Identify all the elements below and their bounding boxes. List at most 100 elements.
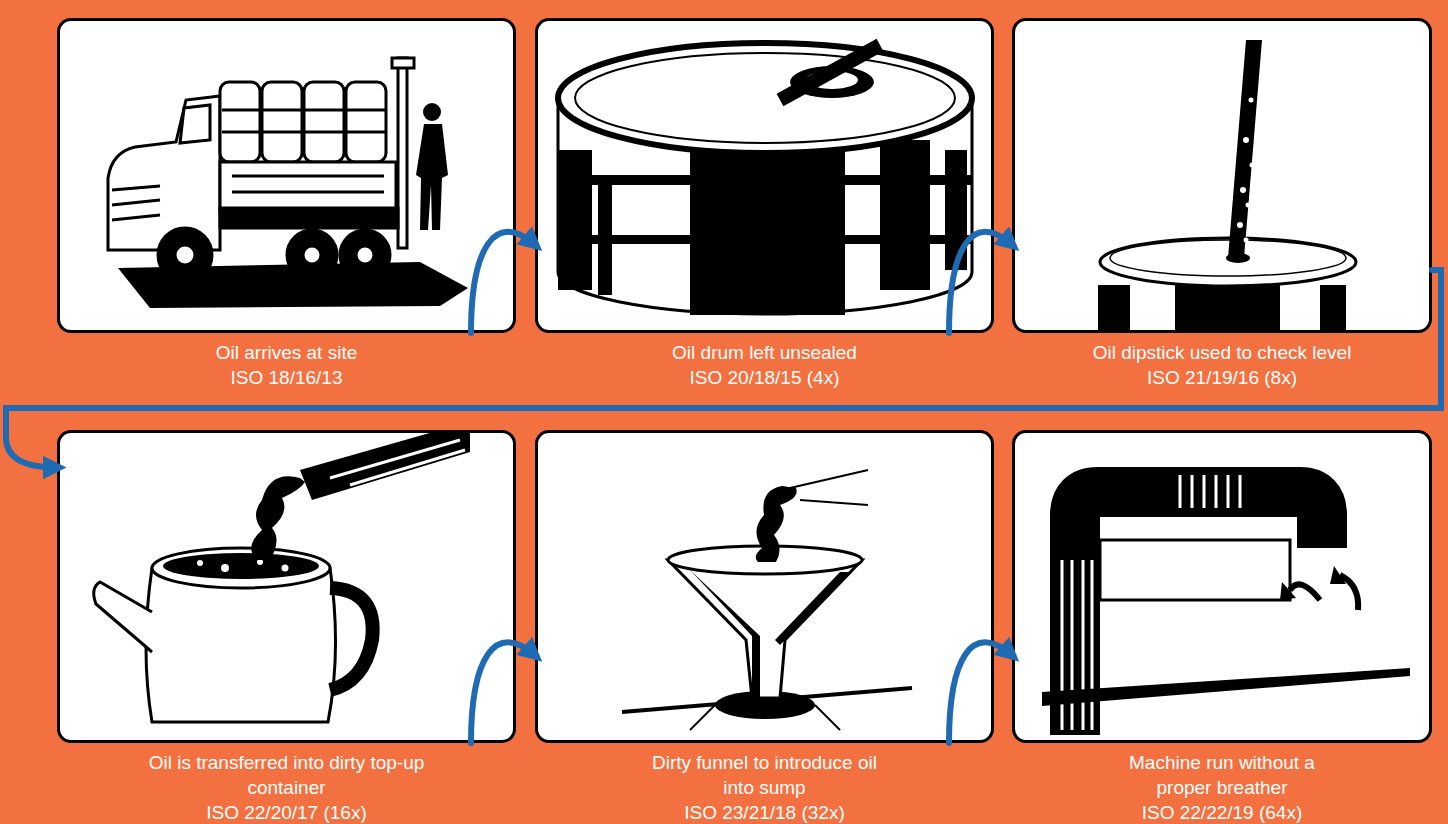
illustration-part [1175,285,1280,331]
illustration-part [118,262,468,308]
step-node: Oil drum left unsealedISO 20/18/15 (4x) [535,18,994,390]
illustration-part [251,476,305,560]
illustration-part [304,82,344,162]
illustration-box [57,18,516,333]
illustration-part [300,430,470,500]
pipe-illustration [1042,475,1410,735]
illustration-part [690,130,845,315]
illustration-part [146,568,336,722]
step-node: Machine run without a proper breatherISO… [1012,430,1432,824]
caption-block: Oil is transferred into dirty top-up con… [142,750,432,824]
caption-block: Oil dipstick used to check levelISO 21/1… [1022,340,1422,390]
illustration-part [330,440,465,485]
illustration-part [1246,203,1251,208]
drum-illustration [558,43,972,315]
illustration-part [220,162,396,212]
step-caption: Oil is transferred into dirty top-up con… [142,750,432,800]
step-caption: Machine run without a proper breather [1112,750,1332,800]
illustration-part [356,246,374,264]
caption-block: Dirty funnel to introduce oil into sumpI… [647,750,882,824]
caption-block: Oil arrives at siteISO 18/16/13 [77,340,497,390]
illustration-part [330,588,373,690]
step-node: Oil arrives at siteISO 18/16/13 [57,18,516,390]
flow-arrow [471,232,535,333]
illustration-part [416,124,448,230]
illustration-box [535,430,994,743]
flow-arrow [949,642,1012,743]
illustration-box [1012,18,1432,333]
illustration-part [1042,668,1410,706]
illustration-part [158,228,212,282]
illustration-part [180,105,210,143]
illustration-part [558,43,972,153]
illustration-part [1320,285,1346,331]
illustration-part [262,82,302,162]
illustration-part [1100,540,1290,600]
illustration-part [715,691,815,719]
illustration-part [303,246,321,264]
step-caption: Oil drum left unsealed [555,340,975,365]
illustration-part [1098,285,1130,331]
illustration-part [1226,253,1250,263]
illustration-part [346,82,386,162]
illustration-box [535,18,994,333]
illustration-part [1062,560,1092,730]
illustration-part [668,560,862,698]
step-caption: Dirty funnel to introduce oil into sump [647,750,882,800]
illustration-part [790,66,874,98]
flow-arrow [6,270,1441,468]
illustration-part [282,565,289,572]
illustration-part [398,58,407,248]
illustration-part [1250,163,1255,168]
caption-block: Oil drum left unsealedISO 20/18/15 (4x) [555,340,975,390]
illustration-part [1100,238,1356,286]
step-node: Dirty funnel to introduce oil into sumpI… [535,430,994,824]
illustration-part [94,582,152,652]
illustration-part [1075,492,1322,735]
illustration-part [1280,582,1296,600]
truck-illustration [108,58,468,308]
illustration-part [220,208,398,228]
illustration-part [690,570,760,698]
illustration-part [1330,566,1346,584]
illustration-part [1228,40,1262,258]
illustration-part [690,705,840,730]
funnel-illustration [622,470,912,730]
illustration-part [1340,575,1358,610]
illustration-part [575,53,955,143]
step-node: Oil dipstick used to check levelISO 21/1… [1012,18,1432,390]
illustration-part [756,486,797,562]
illustration-part [152,548,330,588]
illustration-part [790,470,868,505]
illustration-part [598,185,612,295]
illustration-part [221,564,229,572]
illustration-part [1249,98,1254,103]
illustration-part [1110,240,1346,276]
illustration-part [668,546,862,574]
illustration-part [558,100,972,314]
illustration-box [1012,430,1432,743]
step-node: Oil is transferred into dirty top-up con… [57,430,516,824]
step-caption: Oil arrives at site [77,340,497,365]
flow-arrow [471,642,535,743]
caption-block: Machine run without a proper breatherISO… [1112,750,1332,824]
illustration-part [1237,222,1243,228]
illustration-part [423,103,441,121]
illustration-part [197,560,203,566]
iso-code: ISO 20/18/15 (4x) [555,365,975,390]
illustration-part [1290,584,1320,600]
iso-code: ISO 18/16/13 [77,365,497,390]
illustration-part [287,230,337,280]
illustration-part [1240,187,1246,193]
illustration-box [57,430,516,743]
flow-arrow [949,232,1012,333]
illustration-part [558,150,592,290]
illustration-part [1244,238,1249,243]
illustration-part [112,186,160,220]
illustration-part [558,235,972,244]
illustration-part [257,559,263,565]
dipstick-illustration [1098,40,1356,331]
iso-code: ISO 23/21/18 (32x) [647,800,882,824]
